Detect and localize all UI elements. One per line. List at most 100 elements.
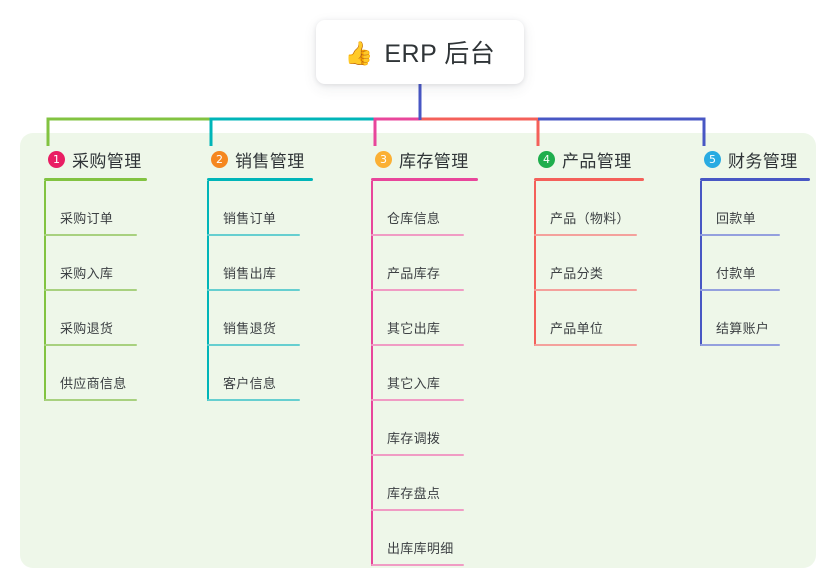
module-header-1[interactable]: 1 采购管理 [44,146,147,172]
item-underline [534,289,637,291]
module-title-1: 采购管理 [72,151,142,171]
item-underline [700,234,780,236]
module-item-list-3: 仓库信息产品库存其它出库其它入库库存调拨库存盘点出库库明细 [371,181,478,566]
module-header-4[interactable]: 4 产品管理 [534,146,644,172]
item-label: 产品（物料） [550,211,630,226]
item-label: 产品分类 [550,266,604,281]
item-label: 销售退货 [223,321,277,336]
module-item[interactable]: 销售退货 [207,291,313,346]
item-stem [371,236,373,291]
module-item[interactable]: 销售出库 [207,236,313,291]
item-label: 其它出库 [387,321,441,336]
module-title-5: 财务管理 [728,151,798,171]
item-stem [207,181,209,236]
item-underline [371,234,464,236]
item-underline [207,344,300,346]
item-underline [44,399,137,401]
item-stem [371,181,373,236]
item-label: 付款单 [716,266,756,281]
module-title-4: 产品管理 [562,151,632,171]
item-underline [371,344,464,346]
module-badge-3: 3 [375,150,392,168]
item-stem [700,236,702,291]
item-stem [371,401,373,456]
item-underline [371,509,464,511]
item-stem [371,346,373,401]
item-label: 产品单位 [550,321,604,336]
module-item[interactable]: 客户信息 [207,346,313,401]
item-stem [700,181,702,236]
item-underline [371,289,464,291]
module-title-3: 库存管理 [399,151,469,171]
module-header-2[interactable]: 2 销售管理 [207,146,313,172]
item-label: 客户信息 [223,376,277,391]
module-badge-4: 4 [538,150,555,168]
module-item[interactable]: 供应商信息 [44,346,147,401]
item-stem [534,236,536,291]
module-item-list-4: 产品（物料） 产品分类产品单位 [534,181,644,346]
module-header-3[interactable]: 3 库存管理 [371,146,478,172]
module-item-list-5: 回款单付款单结算账户 [700,181,810,346]
module-column-4: 4 产品管理产品（物料） 产品分类产品单位 [534,146,644,346]
item-stem [44,181,46,236]
module-item[interactable]: 产品（物料） [534,181,644,236]
module-item[interactable]: 采购退货 [44,291,147,346]
item-underline [207,399,300,401]
module-item[interactable]: 其它入库 [371,346,478,401]
module-item[interactable]: 产品分类 [534,236,644,291]
item-underline [44,289,137,291]
item-stem [207,291,209,346]
item-label: 回款单 [716,211,756,226]
module-item[interactable]: 出库库明细 [371,511,478,566]
item-stem [534,181,536,236]
item-stem [207,346,209,401]
item-stem [371,511,373,566]
module-column-3: 3 库存管理仓库信息产品库存其它出库其它入库库存调拨库存盘点出库库明细 [371,146,478,566]
module-item[interactable]: 采购订单 [44,181,147,236]
item-underline [534,234,637,236]
module-item[interactable]: 结算账户 [700,291,810,346]
root-node-erp-backend[interactable]: 👍 ERP 后台 [316,20,524,84]
item-label: 结算账户 [716,321,770,336]
module-underline-1 [44,178,147,181]
module-badge-1: 1 [48,150,65,168]
module-title-2: 销售管理 [235,151,305,171]
item-underline [700,289,780,291]
thumbs-up-icon: 👍 [344,39,374,66]
item-label: 销售出库 [223,266,277,281]
module-item[interactable]: 采购入库 [44,236,147,291]
module-item[interactable]: 产品库存 [371,236,478,291]
item-underline [207,289,300,291]
item-label: 销售订单 [223,211,277,226]
item-underline [371,454,464,456]
module-item[interactable]: 付款单 [700,236,810,291]
item-label: 仓库信息 [387,211,441,226]
item-underline [534,344,637,346]
item-label: 采购入库 [60,266,114,281]
item-underline [371,399,464,401]
module-item-list-1: 采购订单采购入库采购退货供应商信息 [44,181,147,401]
module-item-list-2: 销售订单销售出库销售退货客户信息 [207,181,313,401]
item-label: 供应商信息 [60,376,127,391]
item-stem [44,236,46,291]
module-underline-3 [371,178,478,181]
module-column-2: 2 销售管理销售订单销售出库销售退货客户信息 [207,146,313,401]
module-underline-4 [534,178,644,181]
module-item[interactable]: 产品单位 [534,291,644,346]
module-column-1: 1 采购管理采购订单采购入库采购退货供应商信息 [44,146,147,401]
module-item[interactable]: 库存盘点 [371,456,478,511]
module-item[interactable]: 库存调拨 [371,401,478,456]
module-item[interactable]: 销售订单 [207,181,313,236]
item-label: 采购退货 [60,321,114,336]
item-underline [700,344,780,346]
module-badge-2: 2 [211,150,228,168]
module-item[interactable]: 仓库信息 [371,181,478,236]
module-item[interactable]: 其它出库 [371,291,478,346]
module-item[interactable]: 回款单 [700,181,810,236]
item-label: 库存盘点 [387,486,441,501]
item-stem [700,291,702,346]
